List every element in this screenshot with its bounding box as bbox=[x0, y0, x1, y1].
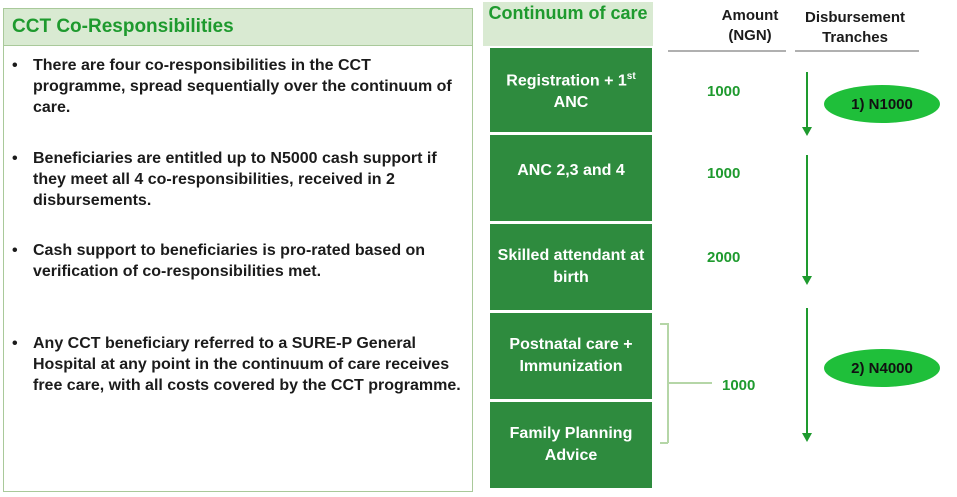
bullet-dot: • bbox=[12, 57, 18, 74]
stage-label: Family Planning Advice bbox=[509, 425, 633, 464]
bullet-item: • There are four co-responsibilities in … bbox=[12, 55, 462, 118]
amount-value: 1000 bbox=[722, 377, 756, 394]
bullet-item: • Cash support to beneficiaries is pro-r… bbox=[12, 240, 462, 282]
stage-postnatal: Postnatal care + Immunization bbox=[490, 313, 652, 399]
stage-label: ANC 2,3 and 4 bbox=[517, 162, 625, 179]
arrowhead-icon bbox=[802, 433, 812, 442]
arrow-line bbox=[806, 72, 808, 128]
stage-label: Registration + 1st ANC bbox=[506, 70, 636, 112]
stage-label: Postnatal care + Immunization bbox=[509, 336, 633, 375]
bullet-item: • Beneficiaries are entitled up to N5000… bbox=[12, 148, 462, 211]
amount-value: 2000 bbox=[707, 249, 741, 266]
continuum-header: Continuum of care bbox=[483, 2, 653, 46]
bullet-text: There are four co-responsibilities in th… bbox=[33, 57, 452, 116]
bracket-bottom bbox=[660, 442, 668, 444]
stage-anc: ANC 2,3 and 4 bbox=[490, 135, 652, 221]
panel-title: CCT Co-Responsibilities bbox=[4, 9, 472, 46]
tranches-header-rule bbox=[795, 50, 919, 52]
tranche-badge: 1) N1000 bbox=[824, 85, 940, 123]
amount-header-rule bbox=[668, 50, 786, 52]
arrow-line bbox=[806, 308, 808, 434]
bullet-item: • Any CCT beneficiary referred to a SURE… bbox=[12, 333, 462, 396]
bullet-text: Any CCT beneficiary referred to a SURE-P… bbox=[33, 335, 461, 394]
co-responsibilities-panel: CCT Co-Responsibilities bbox=[3, 8, 473, 492]
bullet-dot: • bbox=[12, 242, 18, 259]
amount-value: 1000 bbox=[707, 165, 741, 182]
bracket-top bbox=[660, 323, 668, 325]
arrow-line bbox=[806, 155, 808, 277]
amount-value: 1000 bbox=[707, 83, 741, 100]
tranche-badge: 2) N4000 bbox=[824, 349, 940, 387]
amount-header: Amount (NGN) bbox=[721, 7, 779, 44]
bullet-text: Beneficiaries are entitled up to N5000 c… bbox=[33, 150, 437, 209]
arrowhead-icon bbox=[802, 127, 812, 136]
bullet-text: Cash support to beneficiaries is pro-rat… bbox=[33, 242, 426, 280]
bullet-dot: • bbox=[12, 150, 18, 167]
stage-label: Skilled attendant at birth bbox=[497, 247, 645, 286]
bracket-connector bbox=[668, 382, 712, 384]
stage-registration: Registration + 1st ANC bbox=[490, 48, 652, 132]
bullet-dot: • bbox=[12, 335, 18, 352]
arrowhead-icon bbox=[802, 276, 812, 285]
stage-family-planning: Family Planning Advice bbox=[490, 402, 652, 488]
tranches-header: Disbursement Tranches bbox=[804, 9, 906, 46]
stage-skilled-attendant: Skilled attendant at birth bbox=[490, 224, 652, 310]
